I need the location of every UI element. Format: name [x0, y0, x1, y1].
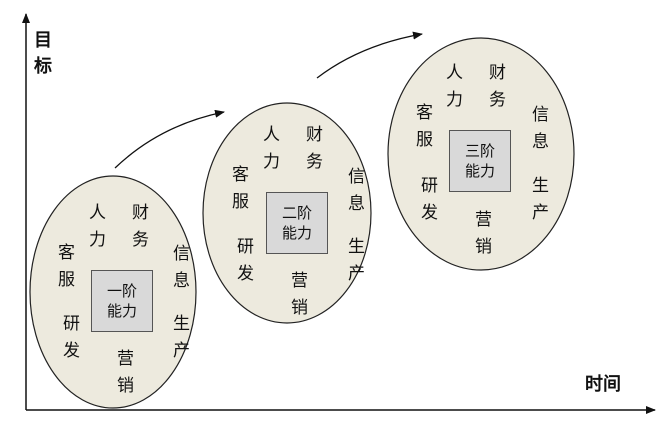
label-fu: 服 — [416, 130, 433, 150]
label-fu: 服 — [232, 192, 249, 212]
label-ren: 人 — [263, 125, 280, 145]
label-ying: 营 — [475, 210, 492, 230]
label-ke: 客 — [58, 243, 75, 263]
label-yan: 研 — [237, 237, 254, 257]
core-line-2: 能力 — [106, 302, 137, 320]
label-ying: 营 — [291, 271, 308, 291]
label-wu: 务 — [306, 152, 323, 172]
label-xin: 信 — [348, 167, 365, 187]
label-ying: 营 — [117, 349, 134, 369]
progress-arrow-1 — [114, 109, 225, 169]
label-chan: 产 — [532, 203, 549, 223]
label-yan: 研 — [421, 176, 438, 196]
core-line-1: 三阶 — [464, 142, 495, 160]
label-xiao: 销 — [117, 376, 134, 396]
label-fu: 服 — [58, 270, 75, 290]
core-capability-box: 二阶 能力 — [266, 192, 328, 254]
label-yan: 研 — [63, 314, 80, 334]
label-cai: 财 — [489, 63, 506, 83]
label-ke: 客 — [416, 103, 433, 123]
label-sheng: 生 — [173, 314, 190, 334]
label-xiao: 销 — [475, 237, 492, 257]
label-xiao: 销 — [291, 298, 308, 318]
label-ren: 人 — [89, 203, 106, 223]
label-wu: 务 — [489, 90, 506, 110]
label-li: 力 — [263, 152, 280, 172]
label-sheng: 生 — [532, 176, 549, 196]
progress-arrow-2 — [316, 31, 423, 79]
y-axis-label-top: 目 — [34, 30, 52, 51]
core-capability-box: 三阶 能力 — [449, 130, 511, 192]
label-xin: 信 — [532, 105, 549, 125]
label-li: 力 — [89, 230, 106, 250]
core-line-1: 二阶 — [281, 204, 312, 222]
label-fa: 发 — [237, 264, 254, 284]
core-line-1: 一阶 — [106, 282, 137, 300]
label-sheng: 生 — [348, 237, 365, 257]
label-li: 力 — [446, 90, 463, 110]
label-wu: 务 — [132, 230, 149, 250]
label-cai: 财 — [306, 125, 323, 145]
y-axis-label-bottom: 标 — [34, 56, 52, 77]
x-axis-label: 时间 — [585, 374, 621, 395]
label-fa: 发 — [63, 341, 80, 361]
label-cai: 财 — [132, 203, 149, 223]
label-fa: 发 — [421, 203, 438, 223]
label-xi: 息 — [532, 132, 549, 152]
label-chan: 产 — [173, 341, 190, 361]
label-xi: 息 — [173, 271, 190, 291]
label-xin: 信 — [173, 244, 190, 264]
label-ke: 客 — [232, 165, 249, 185]
label-chan: 产 — [348, 264, 365, 284]
core-line-2: 能力 — [464, 162, 495, 180]
core-line-2: 能力 — [281, 224, 312, 242]
core-capability-box: 一阶 能力 — [91, 270, 153, 332]
label-xi: 息 — [348, 194, 365, 214]
label-ren: 人 — [446, 63, 463, 83]
